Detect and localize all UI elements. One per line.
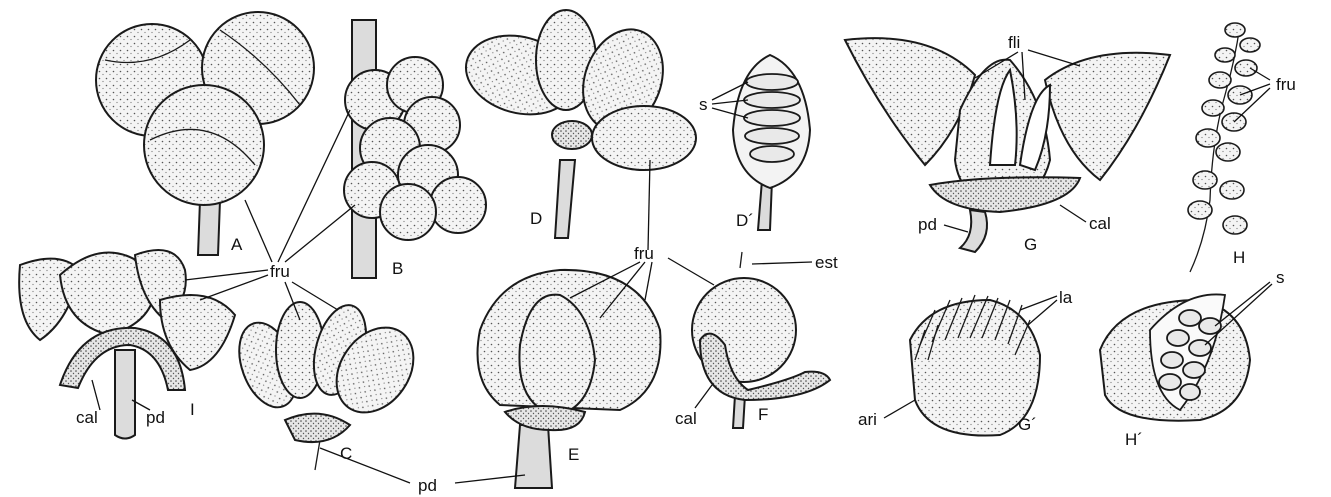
annotation-pd-bottom: pd bbox=[418, 476, 437, 495]
label-i: I bbox=[190, 400, 195, 419]
annotation-cal-g: cal bbox=[1089, 214, 1111, 233]
annotation-pd-i: pd bbox=[146, 408, 165, 427]
label-g-prime: G´ bbox=[1018, 415, 1037, 434]
annotation-la: la bbox=[1059, 288, 1073, 307]
annotation-s-d: s bbox=[699, 95, 708, 114]
annotation-cal-f: cal bbox=[675, 409, 697, 428]
annotation-fli: fli bbox=[1008, 33, 1020, 52]
label-d-prime: D´ bbox=[736, 211, 754, 230]
drawing-d-prime bbox=[733, 55, 810, 230]
label-h-prime: H´ bbox=[1125, 430, 1143, 449]
label-g: G bbox=[1024, 235, 1037, 254]
label-e: E bbox=[568, 445, 579, 464]
annotation-fru-center: fru bbox=[634, 244, 654, 263]
drawing-f bbox=[692, 252, 830, 428]
drawing-a bbox=[96, 12, 314, 255]
annotation-s-h: s bbox=[1276, 268, 1285, 287]
drawing-d bbox=[457, 10, 696, 238]
drawing-b bbox=[344, 20, 486, 278]
annotation-ari: ari bbox=[858, 410, 877, 429]
label-d: D bbox=[530, 209, 542, 228]
label-f: F bbox=[758, 405, 768, 424]
drawing-g bbox=[845, 38, 1170, 252]
annotation-pd-g: pd bbox=[918, 215, 937, 234]
drawing-h-prime bbox=[1100, 294, 1250, 420]
drawing-h bbox=[1188, 23, 1260, 272]
annotation-est: est bbox=[815, 253, 838, 272]
label-h: H bbox=[1233, 248, 1245, 267]
label-c: C bbox=[340, 444, 352, 463]
label-a: A bbox=[231, 235, 243, 254]
label-b: B bbox=[392, 259, 403, 278]
annotation-fru-h: fru bbox=[1276, 75, 1296, 94]
annotation-cal-i: cal bbox=[76, 408, 98, 427]
drawing-c bbox=[229, 299, 430, 470]
annotation-fru-left: fru bbox=[270, 262, 290, 281]
